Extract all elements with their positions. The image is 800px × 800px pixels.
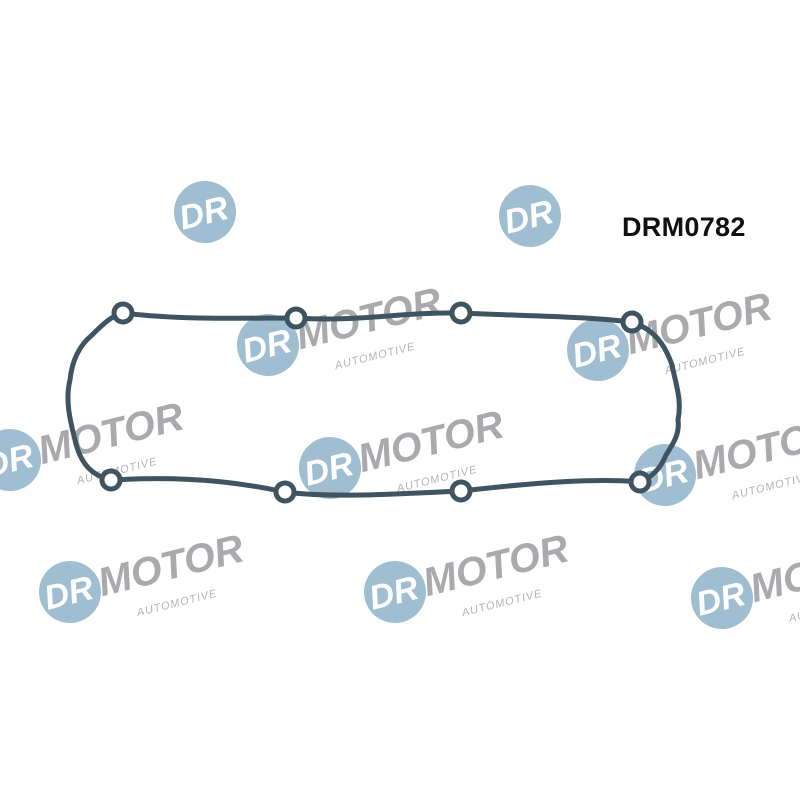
part-number-label: DRM0782: [620, 212, 748, 243]
bolt-hole: [449, 479, 473, 503]
svg-text:MOTOR: MOTOR: [622, 285, 776, 364]
bolt-holes: [99, 301, 652, 504]
bolt-hole: [284, 306, 308, 330]
bolt-hole: [449, 301, 473, 325]
watermark-logo: DR: [174, 181, 236, 243]
svg-text:MOTOR: MOTOR: [34, 395, 188, 474]
bolt-hole: [273, 480, 297, 504]
svg-text:MOTOR: MOTOR: [689, 410, 800, 489]
bolt-hole: [620, 310, 644, 334]
valve-cover-gasket: [65, 301, 682, 504]
bolt-hole: [628, 470, 652, 494]
svg-text:MOTOR: MOTOR: [354, 403, 508, 482]
svg-text:MOTOR: MOTOR: [746, 533, 800, 612]
svg-text:MOTOR: MOTOR: [94, 527, 248, 606]
watermark-logo: DR: [499, 185, 561, 247]
bolt-hole: [99, 468, 123, 492]
bolt-hole: [111, 301, 135, 325]
svg-text:MOTOR: MOTOR: [419, 527, 573, 606]
